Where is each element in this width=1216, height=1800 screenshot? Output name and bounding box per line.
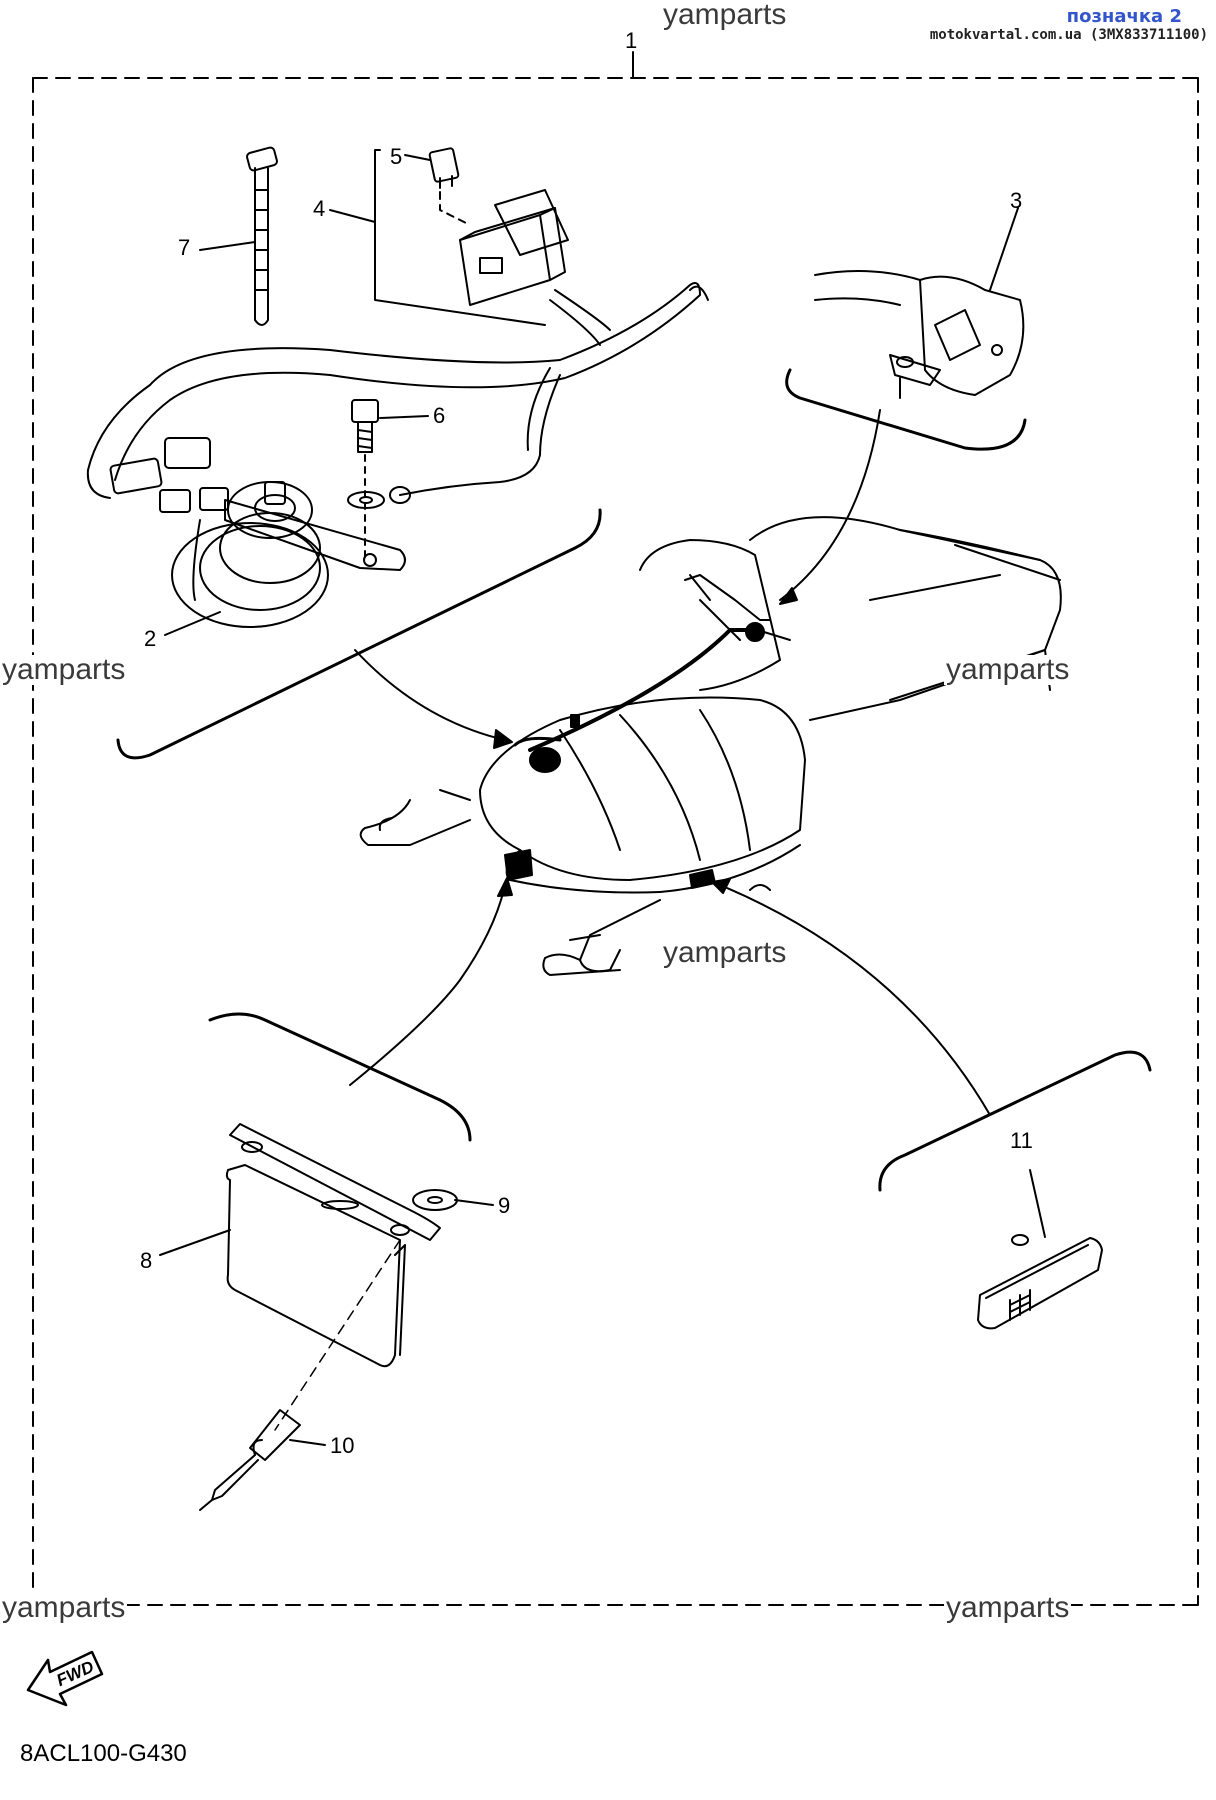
diagram-code-label: 8ACL100-G430: [20, 1740, 187, 1767]
detail-outline-plate: [208, 1012, 472, 1142]
leader-4-5-bracket: [374, 149, 546, 326]
switch-part: [814, 270, 1025, 399]
wire-harness: [86, 282, 709, 499]
callout-11: 11: [1010, 1128, 1033, 1153]
snowmobile-body: [359, 516, 1062, 976]
arrowhead-horn: [493, 729, 513, 749]
arrowhead-reflector: [711, 878, 731, 894]
watermark-right-mid: yamparts: [944, 653, 1072, 686]
detail-outline-horn: [116, 508, 602, 760]
header-tag-link[interactable]: позначка 2: [1066, 6, 1182, 27]
leader-7: [199, 241, 256, 251]
leader-2: [164, 611, 221, 636]
leader-10: [289, 1439, 326, 1446]
callout-3: 3: [1010, 188, 1023, 213]
callout-9: 9: [498, 1193, 511, 1218]
watermark-bottom-left: yamparts: [0, 1591, 128, 1624]
detail-outline-switch: [785, 368, 1027, 451]
leader-5: [404, 154, 431, 161]
callout-8: 8: [140, 1248, 153, 1273]
rivet-part: [199, 1409, 301, 1511]
wire-connectors: [109, 437, 229, 513]
leader-6: [379, 415, 429, 419]
watermark-left-mid: yamparts: [0, 653, 128, 686]
header-source-label: motokvartal.com.ua (3MX833711100): [929, 27, 1208, 43]
leader-4: [329, 209, 376, 223]
callout-5: 5: [390, 144, 403, 169]
plate-part: [225, 1123, 441, 1368]
assembly-frame: [32, 77, 1199, 1606]
cable-tie-part: [246, 146, 278, 326]
callout-7: 7: [178, 235, 191, 260]
fuse-box-part: [428, 147, 611, 346]
arrowhead-plate: [497, 877, 513, 897]
watermark-top: yamparts: [661, 0, 789, 31]
washer-part: [412, 1189, 458, 1211]
callout-4: 4: [313, 196, 326, 221]
arrowhead-switch: [779, 587, 798, 605]
callout-6: 6: [433, 403, 446, 428]
callout-10: 10: [330, 1433, 355, 1458]
callout-1: 1: [625, 28, 638, 53]
arrow-horn-to-hood: [354, 649, 506, 741]
watermark-bottom-right: yamparts: [944, 1591, 1072, 1624]
detail-outline-reflector-tab: [749, 884, 771, 891]
rivet-axis: [274, 1239, 401, 1431]
callout-2: 2: [144, 626, 157, 651]
arrow-plate-to-body: [349, 884, 506, 1086]
leader-8: [159, 1229, 231, 1256]
leader-11: [1029, 1169, 1046, 1238]
horn-part: [171, 481, 406, 628]
leader-9: [454, 1199, 494, 1206]
leader-3: [989, 207, 1019, 291]
fwd-direction-icon: [26, 1650, 104, 1707]
watermark-center: yamparts: [661, 936, 789, 969]
arrow-reflector-to-body: [719, 884, 991, 1116]
reflector-part: [977, 1234, 1103, 1330]
detail-outline-reflector: [878, 1050, 1152, 1192]
bolt-part: [347, 399, 411, 561]
arrow-switch-to-handlebar: [779, 409, 881, 601]
